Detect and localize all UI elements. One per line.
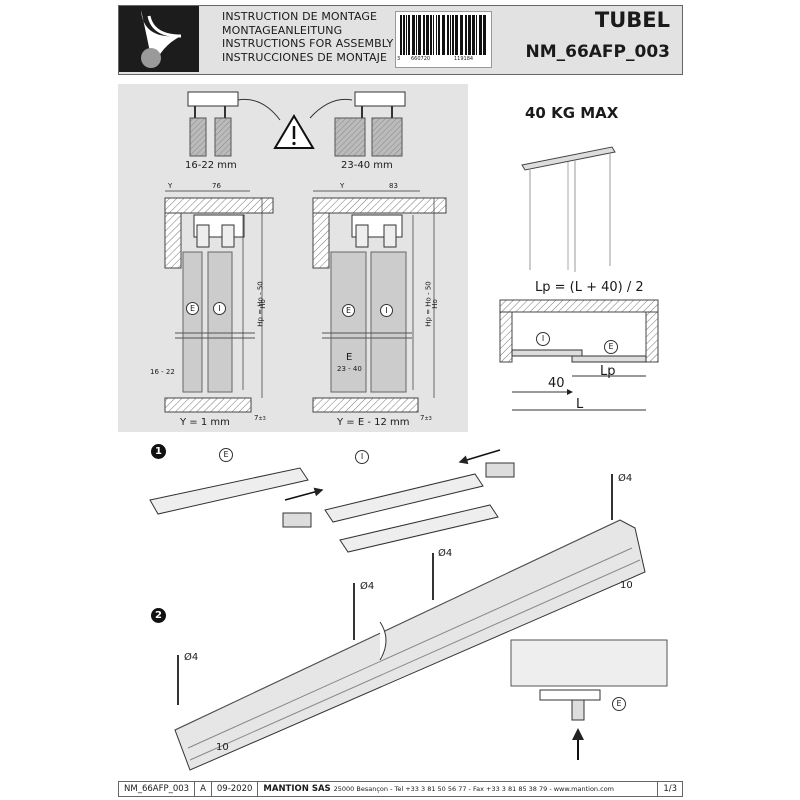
footer-revision: A	[195, 782, 212, 796]
y-equals-e-minus-12: Y = E - 12 mm	[337, 417, 410, 428]
formula-dim-l: L	[576, 397, 584, 412]
formula-i-marker: I	[536, 332, 550, 346]
footer-company: MANTION SAS	[263, 784, 331, 794]
warning-icon	[273, 114, 315, 149]
product-name: TUBEL	[594, 8, 670, 32]
title-es: INSTRUCCIONES DE MONTAJE	[222, 50, 388, 64]
right-gap-value: 7	[420, 414, 425, 422]
right-thickness-range: 23 - 40	[337, 365, 362, 373]
right-y-label: Y	[340, 182, 345, 190]
barcode-bar	[447, 15, 449, 55]
step2-drill-mid: Ø4	[360, 581, 375, 592]
right-section-drawing	[312, 190, 447, 413]
barcode-bars	[400, 15, 486, 55]
right-i-marker: I	[380, 304, 393, 317]
right-gap-tolerance: ±3	[424, 416, 432, 422]
footer-date: 09-2020	[212, 782, 259, 796]
step2-drill-left: Ø4	[184, 652, 199, 663]
barcode-bar	[406, 15, 407, 55]
left-section-drawing	[164, 190, 274, 413]
formula-dim-40: 40	[548, 376, 565, 391]
barcode-bar	[460, 15, 463, 55]
left-gap-tolerance: ±3	[258, 416, 266, 422]
document-reference: NM_66AFP_003	[525, 42, 670, 62]
barcode-bar	[483, 15, 486, 55]
barcode-digits-right: 119184	[454, 56, 474, 62]
barcode-bar	[412, 15, 415, 55]
barcode-bar	[416, 15, 417, 55]
footer-reference: NM_66AFP_003	[119, 782, 196, 796]
left-e-marker: E	[186, 302, 199, 315]
left-thickness-range: 16 - 22	[150, 368, 175, 376]
step-2-badge: 2	[151, 608, 166, 623]
step2-e-marker: E	[612, 697, 626, 711]
barcode-bar	[450, 15, 451, 55]
barcode-bar	[418, 15, 421, 55]
title-fr: INSTRUCTION DE MONTAGE	[222, 10, 378, 23]
step1-drill-diameter: Ø4	[618, 473, 633, 484]
overlap-formula: Lp = (L + 40) / 2	[535, 280, 644, 295]
step-1-badge: 1	[151, 444, 166, 459]
step2-offset-10: 10	[216, 742, 229, 753]
barcode-bar	[430, 15, 432, 55]
formula-dim-lp: Lp	[600, 364, 616, 379]
mantion-logo	[119, 6, 199, 72]
barcode-digit-left: 3	[397, 56, 401, 62]
title-de: MONTAGEANLEITUNG	[222, 23, 343, 37]
barcode-bar	[403, 15, 405, 55]
step1-offset-10: 10	[620, 580, 633, 591]
barcode-bar	[442, 15, 445, 55]
step1-i-marker: I	[355, 450, 369, 464]
barcode-digits-mid: 660720	[411, 56, 431, 62]
left-y-label: Y	[168, 182, 173, 190]
overlap-diagram	[499, 299, 659, 411]
barcode-bar	[476, 15, 477, 55]
barcode-bar	[433, 15, 434, 55]
footer-address: 25000 Besançon - Tel +33 3 81 50 56 77 -…	[333, 785, 614, 793]
barcode-bar	[436, 15, 437, 55]
barcode-bar	[479, 15, 482, 55]
barcode-bar	[465, 15, 467, 55]
barcode-bar	[400, 15, 402, 55]
step1-parts	[149, 449, 515, 553]
title-block: INSTRUCTION DE MONTAGE MONTAGEANLEITUNG …	[222, 10, 393, 64]
barcode-bar	[472, 15, 475, 55]
barcode-bar	[423, 15, 425, 55]
left-gap-value: 7	[254, 414, 259, 422]
footer-page: 1/3	[663, 784, 677, 794]
step2-rail	[174, 474, 646, 771]
mounting-detail	[510, 639, 668, 760]
step2-drill-right: Ø4	[438, 548, 453, 559]
right-width-83: 83	[389, 182, 398, 190]
thick-door-range: 23-40 mm	[341, 160, 393, 171]
barcode-bar	[426, 15, 429, 55]
right-e-marker: E	[342, 304, 355, 317]
barcode-bar	[452, 15, 454, 55]
left-i-marker: I	[213, 302, 226, 315]
barcode-bar	[438, 15, 440, 55]
right-ho-label: Ho	[430, 299, 439, 309]
barcode: 3 660720 119184	[395, 11, 492, 68]
right-thickness-letter: E	[346, 352, 353, 363]
title-en: INSTRUCTIONS FOR ASSEMBLY	[222, 37, 394, 50]
left-ho-label: Ho	[258, 299, 267, 309]
barcode-bar	[455, 15, 458, 55]
barcode-bar	[408, 15, 410, 55]
formula-e-marker: E	[604, 340, 618, 354]
barcode-bar	[468, 15, 471, 55]
thin-door-range: 16-22 mm	[185, 160, 237, 171]
thick-door-profile	[334, 91, 406, 157]
rail-perspective-icon	[521, 146, 616, 272]
step1-e-marker: E	[219, 448, 233, 462]
left-gap-label: 7±3	[254, 414, 266, 422]
left-width-76: 76	[212, 182, 221, 190]
max-load-label: 40 KG MAX	[525, 104, 619, 122]
y-equals-1mm: Y = 1 mm	[180, 417, 230, 428]
right-gap-label: 7±3	[420, 414, 432, 422]
thin-door-profile	[187, 91, 239, 157]
